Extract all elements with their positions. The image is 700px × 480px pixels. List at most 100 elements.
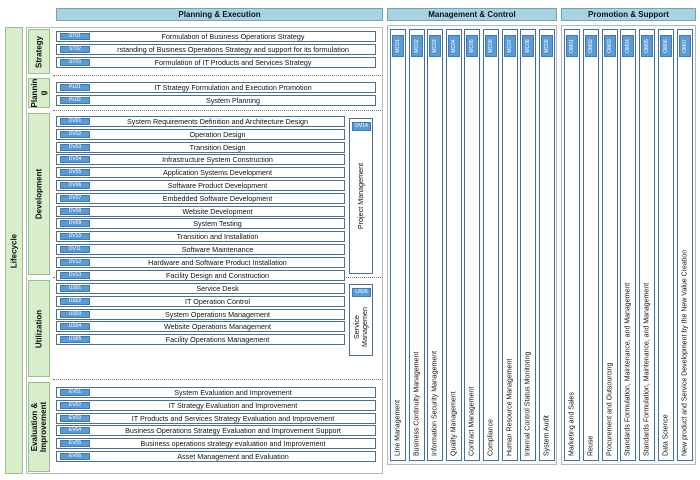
process-row: PL02 System Planning — [56, 94, 376, 106]
process-label: Hardware and Software Product Installati… — [148, 257, 287, 267]
column-code-text: MC05 — [469, 39, 476, 53]
column-label-text: New product and Service Development by t… — [681, 249, 689, 456]
column-code-text: MC08 — [525, 39, 532, 53]
column-code: OM06 — [660, 35, 672, 57]
process-label: IT Strategy Formulation and Execution Pr… — [154, 83, 312, 92]
process-label: Transition Design — [189, 142, 246, 152]
column-code: MC02 — [410, 35, 423, 57]
column-label-text: Human Resource Management — [506, 358, 514, 456]
process-label: Facility Design and Construction — [165, 270, 270, 280]
process-code: ST01 — [60, 33, 90, 40]
process-code: PL02 — [60, 96, 90, 104]
column-code: MC01 — [392, 35, 404, 57]
process-row: DV03 Transition Design — [56, 141, 345, 153]
column-code: MC09 — [540, 35, 553, 57]
column-code-text: MC09 — [543, 39, 550, 53]
process-label: Formulation of IT Products and Services … — [154, 57, 312, 67]
lifecycle-bar: Lifecycle — [5, 27, 23, 474]
column-label-text: Contract Management — [468, 386, 476, 456]
process-label: System Planning — [206, 95, 260, 105]
process-code: DV08 — [60, 207, 90, 215]
phase-development: Development — [28, 113, 50, 275]
column-label-text: Information Security Management — [431, 350, 439, 456]
process-code: DV03 — [60, 143, 90, 151]
column-code-text: MC04 — [450, 39, 457, 53]
phase-evaluation: Evaluation &Improvement — [28, 382, 50, 472]
column-label-text: Compliance — [487, 419, 495, 456]
phase-development-label: Development — [34, 168, 44, 220]
column-code-text: OM04 — [625, 39, 632, 53]
process-code: DV10 — [60, 233, 90, 241]
process-label: Software Maintenance — [181, 245, 254, 254]
column-code-text: OM01 — [569, 39, 575, 53]
process-label: Software Product Development — [167, 181, 268, 190]
process-code: ST03 — [60, 58, 90, 66]
process-code: EV03 — [60, 414, 90, 422]
process-code: US04 — [60, 323, 90, 331]
column-code: MC03 — [429, 35, 442, 57]
column-code-text: MC02 — [413, 39, 420, 53]
project-management-box: DV14 Project Management — [349, 118, 373, 274]
phase-strategy: Strategy — [28, 29, 50, 74]
process-label: Transition and Installation — [176, 232, 259, 242]
promotion-support-title: Promotion & Support — [588, 10, 669, 19]
process-label: System Evaluation and Improvement — [174, 388, 292, 397]
process-label: Application Systems Development — [162, 168, 273, 178]
column-code-text: OM03 — [606, 39, 613, 53]
column-code-text: OM06 — [663, 39, 669, 53]
separator — [53, 75, 381, 76]
column-label-text: Business Continuity Management — [413, 351, 421, 456]
management-control-header: Management & Control — [387, 8, 557, 21]
column-label-text: Data Science — [662, 414, 670, 456]
column-code-text: MC06 — [488, 39, 494, 53]
process-code: EV05 — [60, 440, 90, 448]
separator — [53, 110, 381, 111]
process-code: US01 — [60, 285, 90, 292]
process-label: rstanding of Business Operations Strateg… — [117, 44, 349, 54]
column-label-text: Standards Formulation, Maintenance, and … — [643, 282, 651, 456]
planning-execution-title: Planning & Execution — [178, 10, 261, 19]
process-label: Infrastructure System Construction — [162, 155, 273, 165]
column-label-text: Quality Management — [450, 391, 458, 456]
column-code: OM03 — [603, 35, 616, 57]
phase-utilization-label: Utilization — [34, 309, 44, 348]
process-code: EV01 — [60, 389, 90, 396]
process-code: PL01 — [60, 84, 90, 91]
project-management-code: DV14 — [352, 122, 371, 131]
process-code: DV07 — [60, 194, 90, 202]
column-code: OM07 — [678, 35, 691, 57]
column-code: OM05 — [641, 35, 654, 57]
column-code: MC05 — [466, 35, 479, 57]
column-label-text: Internal Control Status Monitoring — [524, 351, 532, 456]
